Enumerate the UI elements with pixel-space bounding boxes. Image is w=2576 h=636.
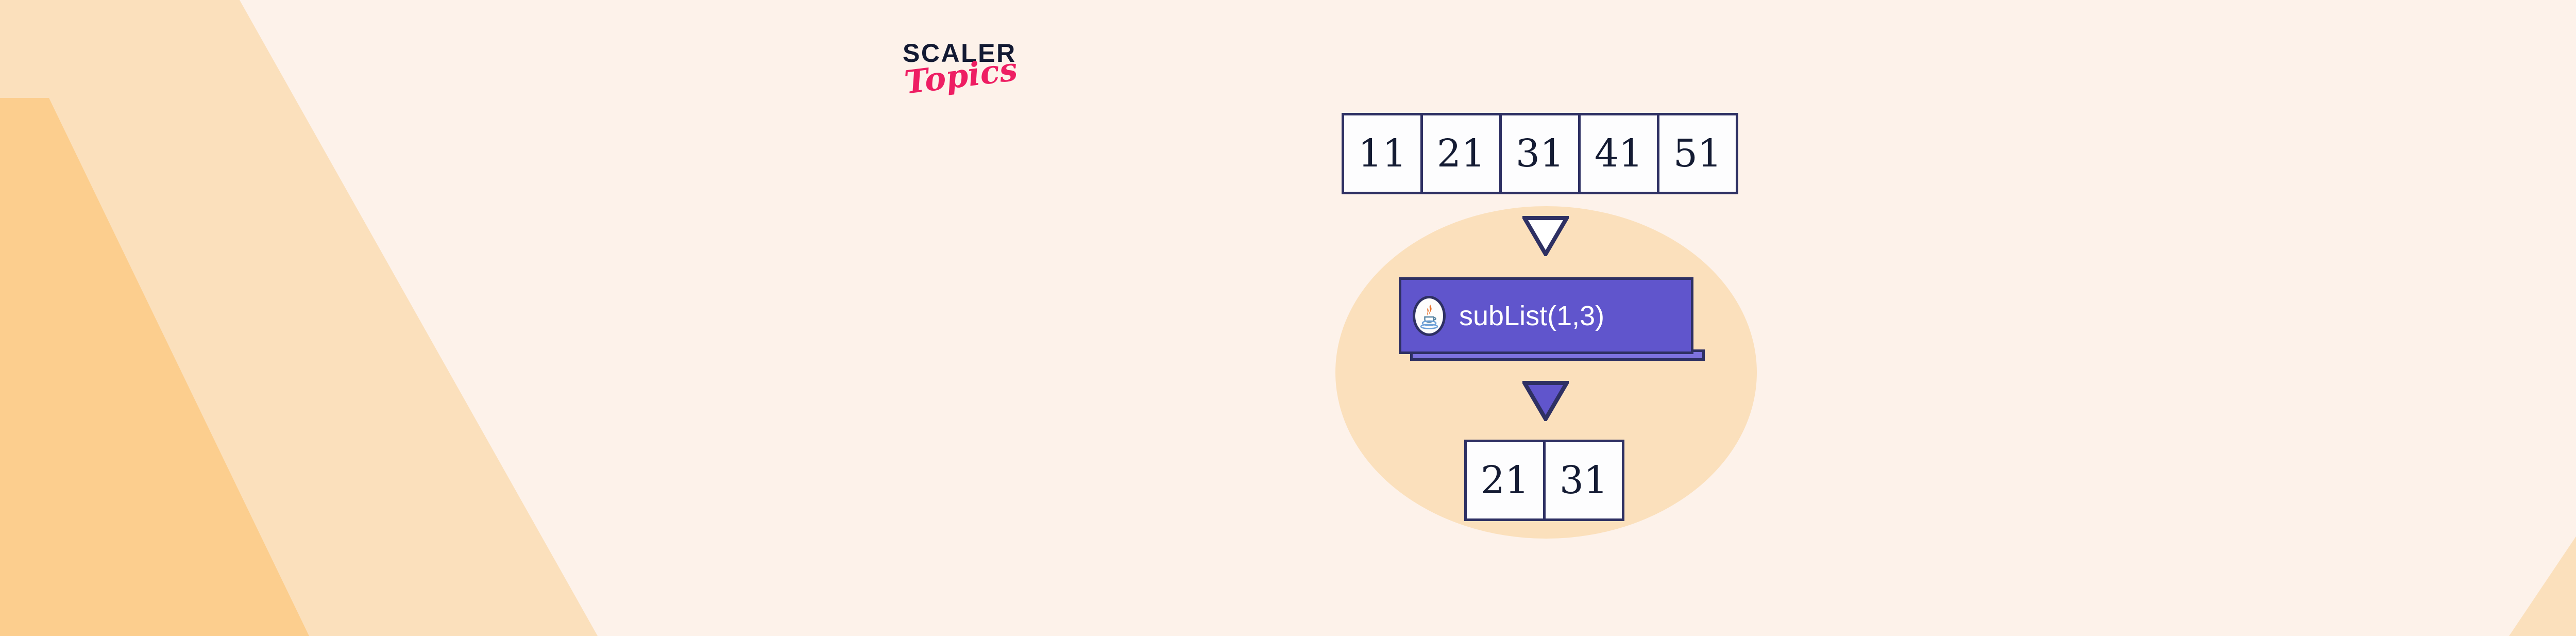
logo-wordmark: SCALER: [903, 39, 1016, 68]
scaler-topics-logo: SCALER Topics: [902, 39, 1019, 102]
output-array: 21 31: [1464, 440, 1624, 521]
array-cell: 31: [1543, 440, 1624, 521]
array-cell: 21: [1464, 440, 1546, 521]
array-cell: 31: [1499, 113, 1581, 194]
input-array: 11 21 31 41 51: [1342, 113, 1738, 194]
array-cell: 11: [1342, 113, 1423, 194]
band-right-light: [2509, 536, 2576, 636]
method-call-label: subList(1,3): [1459, 300, 1605, 331]
array-cell: 21: [1420, 113, 1502, 194]
triangle-down-filled-icon: [1521, 381, 1570, 424]
band-left-dark: [0, 98, 309, 636]
triangle-down-outline-icon: [1521, 216, 1570, 259]
method-call-body[interactable]: subList(1,3): [1399, 277, 1693, 354]
sublist-method-call[interactable]: subList(1,3): [1399, 277, 1705, 361]
array-cell: 41: [1578, 113, 1659, 194]
array-cell: 51: [1657, 113, 1738, 194]
java-logo-icon: [1413, 295, 1446, 336]
